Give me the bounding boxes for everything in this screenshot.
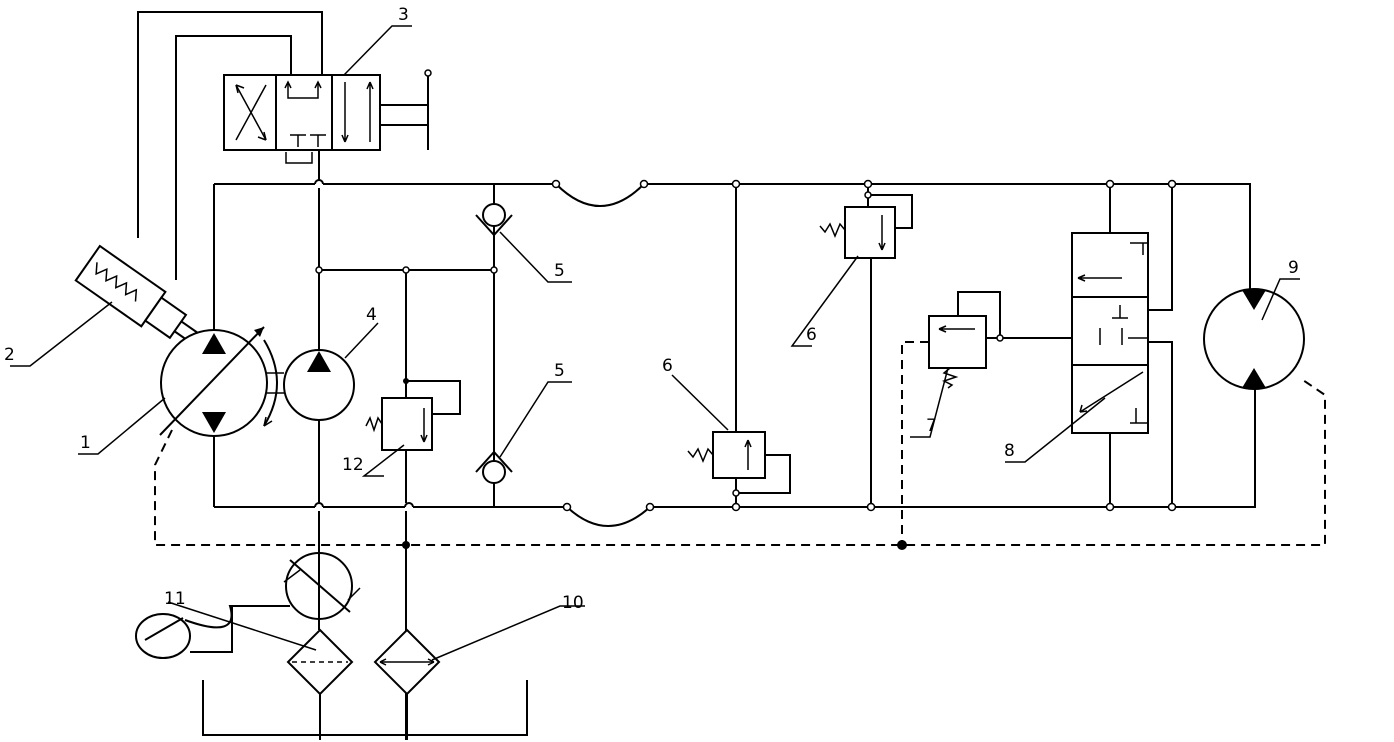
- label-check-valve-lower: 5: [554, 361, 565, 381]
- check-valve-lower: [475, 450, 513, 484]
- filter-unit: [283, 540, 361, 630]
- low-pressure-relief-valve: [365, 380, 461, 451]
- filter-10: [373, 628, 441, 696]
- pump-coupling: [267, 372, 284, 394]
- label-relief-valve-low: 6: [662, 356, 673, 376]
- charge-pump: [283, 349, 355, 421]
- label-variable-pump: 1: [80, 433, 91, 453]
- charge-relief-valve: [901, 291, 1072, 545]
- filter-11: [286, 628, 354, 696]
- top-main-line: [214, 179, 1251, 290]
- label-charge-pump: 4: [366, 305, 377, 325]
- servo-line-inner: [175, 35, 292, 280]
- variable-pump: [159, 326, 278, 437]
- label-filter-gauge: 11: [164, 589, 186, 609]
- label-check-valve-upper: 5: [554, 261, 565, 281]
- junction-nodes: [315, 179, 1177, 512]
- servo-line-outer: [137, 11, 323, 238]
- reservoir: [202, 680, 528, 736]
- pressure-gauge: [135, 605, 290, 659]
- shuttle-valve: [1071, 184, 1173, 507]
- relief-valve-high: [819, 194, 913, 259]
- label-cooler: 10: [562, 593, 584, 613]
- drain-junction-2: [897, 540, 907, 550]
- label-relief-valve-high: 6: [806, 325, 817, 345]
- label-shuttle-valve: 8: [1004, 441, 1015, 461]
- servo-valve: [223, 69, 432, 164]
- hydraulic-motor: [1203, 288, 1305, 390]
- leader-lines: [10, 25, 1300, 661]
- label-low-pressure-relief: 12: [342, 455, 364, 475]
- label-servo-valve: 3: [398, 5, 409, 25]
- label-hydraulic-motor: 9: [1288, 258, 1299, 278]
- tank-lines: [319, 694, 408, 740]
- label-charge-relief-valve: 7: [926, 416, 937, 436]
- check-valve-upper: [475, 203, 513, 237]
- case-drain-line: [154, 377, 1326, 546]
- drain-junction: [402, 541, 410, 549]
- relief-valve-low: [687, 431, 791, 494]
- label-servo-cylinder: 2: [4, 345, 15, 365]
